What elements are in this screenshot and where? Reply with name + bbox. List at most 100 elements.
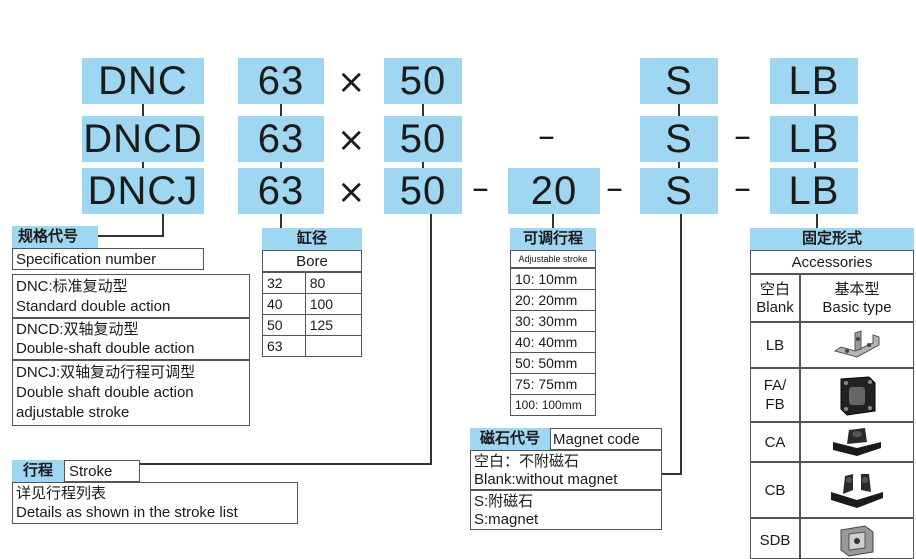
magnet-title-en-box: Magnet code <box>550 428 662 450</box>
mount-code-fb: FB <box>765 396 785 413</box>
bore-cell: 40 <box>262 293 306 315</box>
series-code-dncd: DNCD <box>82 116 204 162</box>
adjustable-title-cn: 可调行程 <box>510 228 596 250</box>
lb-bracket-icon <box>833 330 880 358</box>
mount-title-cn: 固定形式 <box>750 228 914 250</box>
mount-code-cell: FA/ FB <box>750 368 800 422</box>
magnet-line: 空白：不附磁石 <box>474 453 580 470</box>
mount-code-lb: LB <box>765 337 785 354</box>
table-row: 50: 50mm <box>510 352 596 374</box>
mount-code: LB <box>770 116 858 162</box>
spec-item-line: Double shaft double action <box>16 384 194 401</box>
bore-title-en-box: Bore <box>262 250 362 272</box>
bore-cell: 100 <box>304 293 363 315</box>
separator-dash: – <box>472 168 489 208</box>
adjustable-title-en: Adjustable stroke <box>518 254 588 264</box>
mount-blank-cell: 空白 Blank <box>750 274 800 322</box>
mount-basic-cn: 基本型 <box>834 281 880 298</box>
magnet-s-box: S:附磁石 S:magnet <box>470 490 662 530</box>
magnet-title-en: Magnet code <box>553 431 640 448</box>
bore-cell: 125 <box>304 314 363 336</box>
magnet-code: S <box>640 116 718 162</box>
table-row: 40: 40mm <box>510 331 596 353</box>
stroke-title-cn: 行程 <box>12 460 64 482</box>
adjustable-cell: 40: 40mm <box>510 331 596 353</box>
mount-code-cb: CB <box>764 482 786 499</box>
mount-basic-en: Basic type <box>822 299 892 316</box>
table-row: 63 <box>262 335 363 357</box>
bore-cell <box>304 335 363 357</box>
table-row: 30: 30mm <box>510 310 596 332</box>
bore-title-en: Bore <box>296 253 328 270</box>
magnet-title-cn: 磁石代号 <box>470 428 550 450</box>
times-sign: × <box>337 120 366 160</box>
adjustable-cell: 100: 100mm <box>510 394 596 416</box>
spec-item-dncd: DNCD:双轴复动型 Double-shaft double action <box>12 318 250 360</box>
clevis-double-icon <box>831 474 883 508</box>
leader-line <box>280 214 282 230</box>
adjustable-cell: 50: 50mm <box>510 352 596 374</box>
leader-line <box>552 214 554 228</box>
times-sign: × <box>337 172 366 212</box>
separator-dash: – <box>734 116 751 156</box>
adjustable-table: 10: 10mm 20: 20mm 30: 30mm 40: 40mm 50: … <box>510 268 596 416</box>
magnet-line: S:附磁石 <box>474 493 534 510</box>
adjustable-stroke-code: 20 <box>508 168 600 214</box>
bore-cell: 32 <box>262 272 306 294</box>
connector-line <box>422 104 424 116</box>
mount-blank-en: Blank <box>756 299 794 316</box>
connector-line <box>678 104 680 116</box>
connector-line <box>678 162 680 168</box>
table-row: 75: 75mm <box>510 373 596 395</box>
mount-basic-cell: 基本型 Basic type <box>800 274 914 322</box>
stroke-title-en: Stroke <box>69 463 113 480</box>
series-code-dncj: DNCJ <box>82 168 204 214</box>
table-row: 20: 20mm <box>510 289 596 311</box>
leader-line <box>98 235 164 237</box>
mount-title-en: Accessories <box>791 254 873 271</box>
mount-code-ca: CA <box>764 434 786 451</box>
spec-item-line: Standard double action <box>16 298 171 315</box>
mount-image-cell <box>800 422 914 462</box>
table-row: 10: 10mm <box>510 268 596 290</box>
mount-code-cell: SDB <box>750 518 800 559</box>
spec-item-line: DNCJ:双轴复动行程可调型 <box>16 364 196 381</box>
spec-item-line: DNCD:双轴复动型 <box>16 321 139 338</box>
stroke-title-en-box: Stroke <box>64 460 140 482</box>
bore-title-cn: 缸径 <box>262 228 362 250</box>
connector-line <box>142 162 144 168</box>
flange-icon <box>840 376 876 416</box>
stroke-code: 50 <box>384 168 462 214</box>
mount-code-sdb: SDB <box>759 532 791 549</box>
spec-item-dncj: DNCJ:双轴复动行程可调型 Double shaft double actio… <box>12 360 250 426</box>
times-sign: × <box>337 62 366 102</box>
connector-line <box>142 104 144 116</box>
bore-cell: 80 <box>304 272 363 294</box>
mount-code-fa: FA/ <box>763 377 787 394</box>
mount-image-cell <box>800 518 914 559</box>
leader-line <box>430 214 432 464</box>
mount-blank-cn: 空白 <box>759 281 790 298</box>
mount-image-cell <box>800 368 914 422</box>
swivel-bracket-icon <box>840 525 874 557</box>
adjustable-cell: 30: 30mm <box>510 310 596 332</box>
spec-item-dnc: DNC:标准复动型 Standard double action <box>12 274 250 318</box>
mount-image-cell <box>800 322 914 368</box>
mount-code-cell: CA <box>750 422 800 462</box>
separator-dash: – <box>606 168 623 208</box>
spec-item-line: Double-shaft double action <box>16 340 195 357</box>
magnet-code: S <box>640 168 718 214</box>
bore-cell: 50 <box>262 314 306 336</box>
connector-line <box>280 104 282 116</box>
connector-line <box>280 162 282 168</box>
spec-title-en: Specification number <box>16 251 157 268</box>
spec-title-cn: 规格代号 <box>12 226 98 248</box>
series-code-dnc: DNC <box>82 58 204 104</box>
stroke-code: 50 <box>384 58 462 104</box>
bore-code: 63 <box>238 116 324 162</box>
connector-line <box>814 162 816 168</box>
